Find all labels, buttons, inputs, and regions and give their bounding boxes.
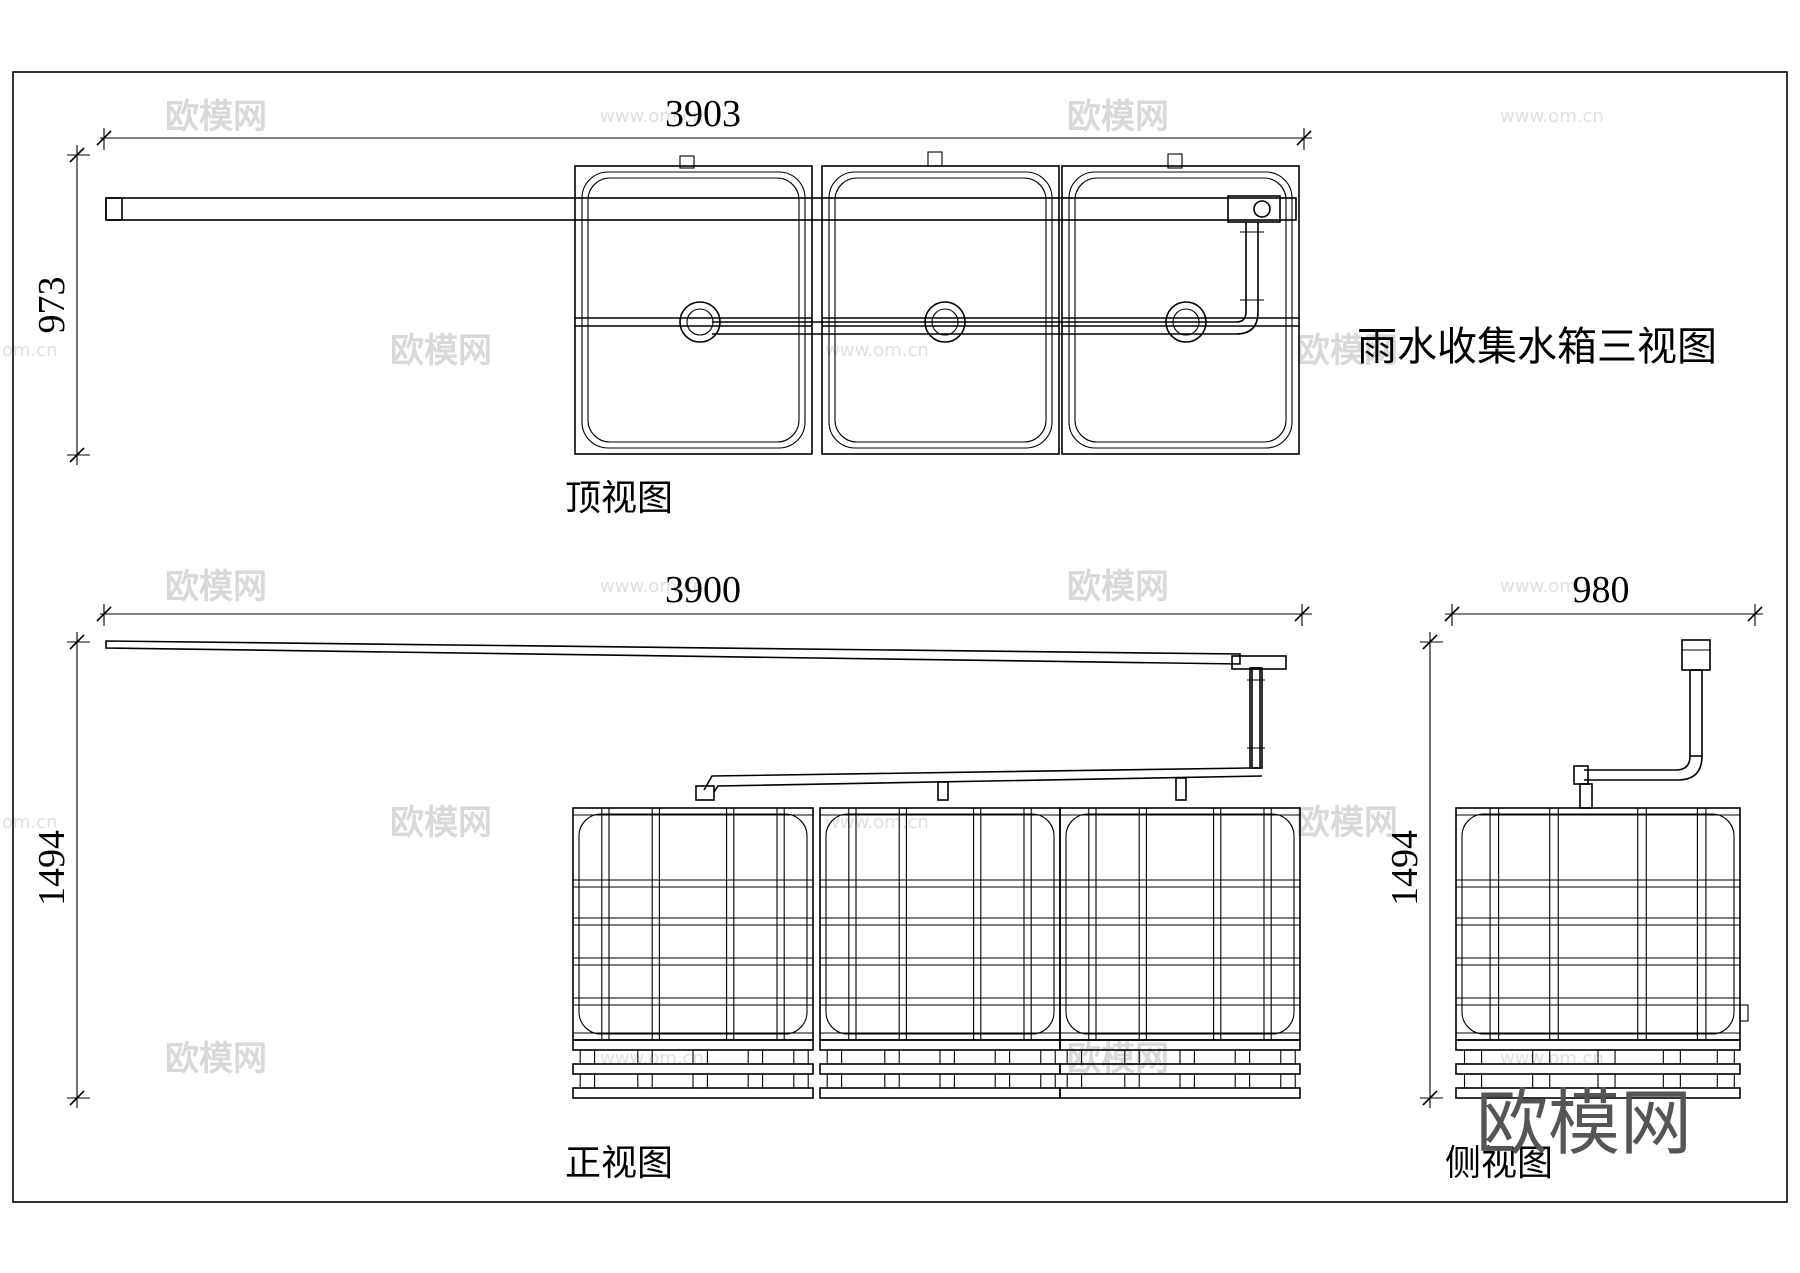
svg-text:欧模网: 欧模网 xyxy=(165,97,267,137)
sheet-border xyxy=(12,71,1788,1203)
front-view-width-dimension: 3900 xyxy=(96,569,1312,626)
top-view-width-value: 3903 xyxy=(665,93,741,135)
svg-text:欧模网: 欧模网 xyxy=(165,1039,267,1079)
front-view-height-value: 1494 xyxy=(31,830,73,906)
top-view-height-value: 973 xyxy=(31,277,73,334)
side-view-width-dimension: 980 xyxy=(1444,569,1763,626)
side-view-height-dimension: 1494 xyxy=(1384,632,1443,1108)
side-view-height-value: 1494 xyxy=(1384,830,1426,906)
side-view-pipes xyxy=(1573,639,1711,809)
svg-text:www.om.cn: www.om.cn xyxy=(1500,106,1604,127)
corner-watermark: 欧模网 xyxy=(1476,1081,1692,1165)
svg-text:www.om.cn: www.om.cn xyxy=(1500,1048,1604,1069)
front-view-height-dimension: 1494 xyxy=(31,632,90,1108)
svg-text:om.cn: om.cn xyxy=(2,812,58,833)
svg-text:www.om.cn: www.om.cn xyxy=(600,576,704,597)
side-view-label: 侧视图 xyxy=(1445,1143,1553,1184)
svg-text:欧模网: 欧模网 xyxy=(1296,803,1398,843)
svg-text:欧模网: 欧模网 xyxy=(1067,567,1169,607)
svg-text:欧模网: 欧模网 xyxy=(1296,331,1398,371)
top-view: 3903 973 xyxy=(31,93,1312,519)
top-view-width-dimension: 3903 xyxy=(96,93,1312,150)
svg-text:www.om.cn: www.om.cn xyxy=(600,106,704,127)
svg-text:欧模网: 欧模网 xyxy=(165,567,267,607)
front-view-label: 正视图 xyxy=(565,1143,673,1184)
svg-text:欧模网: 欧模网 xyxy=(390,803,492,843)
side-view-tank xyxy=(1455,807,1749,1099)
side-view-width-value: 980 xyxy=(1573,569,1630,611)
svg-text:om.cn: om.cn xyxy=(2,340,58,361)
svg-text:欧模网: 欧模网 xyxy=(1067,1039,1169,1079)
background-watermarks: 欧模网 欧模网 欧模网 欧模网 欧模网 欧模网 欧模网 欧模网 欧模网 欧模网 … xyxy=(2,97,1604,1079)
front-view-tanks xyxy=(572,807,1301,1099)
side-view: 980 1494 侧视图 xyxy=(1384,569,1763,1184)
top-view-pipes xyxy=(105,195,1297,335)
svg-text:欧模网: 欧模网 xyxy=(1067,97,1169,137)
top-view-height-dimension: 973 xyxy=(31,145,90,465)
drawing-title: 雨水收集水箱三视图 xyxy=(1357,324,1717,370)
svg-text:www.om.cn: www.om.cn xyxy=(825,812,929,833)
svg-text:www.om.cn: www.om.cn xyxy=(825,340,929,361)
front-tank-2 xyxy=(819,807,1061,1099)
side-tank-body xyxy=(1455,807,1741,1099)
front-view-pipes xyxy=(105,640,1287,801)
svg-text:www.om.cn: www.om.cn xyxy=(1500,576,1604,597)
front-view: 3900 1494 正视图 xyxy=(31,569,1312,1184)
front-tank-3 xyxy=(1059,807,1301,1099)
front-tank-1 xyxy=(572,807,814,1099)
top-view-label: 顶视图 xyxy=(565,478,673,519)
svg-text:欧模网: 欧模网 xyxy=(390,331,492,371)
front-view-width-value: 3900 xyxy=(665,569,741,611)
